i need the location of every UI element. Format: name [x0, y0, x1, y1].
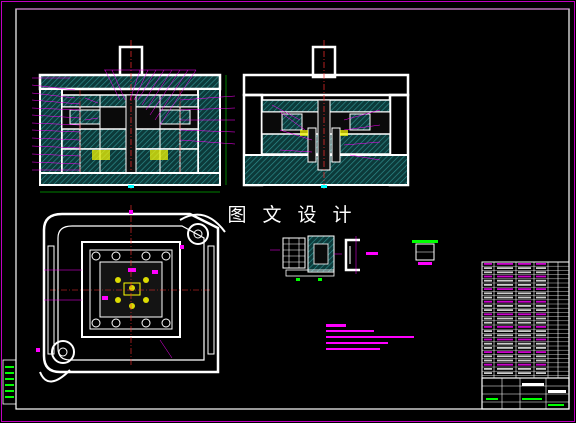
title-block	[481, 377, 570, 410]
front-view-leaders-top	[84, 69, 197, 126]
front-section-view	[38, 40, 222, 190]
technical-notes	[326, 324, 414, 350]
watermark-text: 图 文 设 计	[227, 204, 357, 226]
front-view-dimension-lines	[40, 75, 227, 193]
left-margin-stamp	[2, 359, 17, 405]
side-view-leaders	[271, 104, 381, 161]
part-detail-cluster	[270, 235, 342, 281]
part-detail-small	[412, 240, 438, 265]
part-detail-bracket	[344, 236, 378, 274]
parts-list-table	[481, 261, 570, 379]
plan-view	[36, 205, 226, 383]
front-view-leaders-left	[31, 77, 81, 171]
side-section-view	[242, 40, 410, 190]
